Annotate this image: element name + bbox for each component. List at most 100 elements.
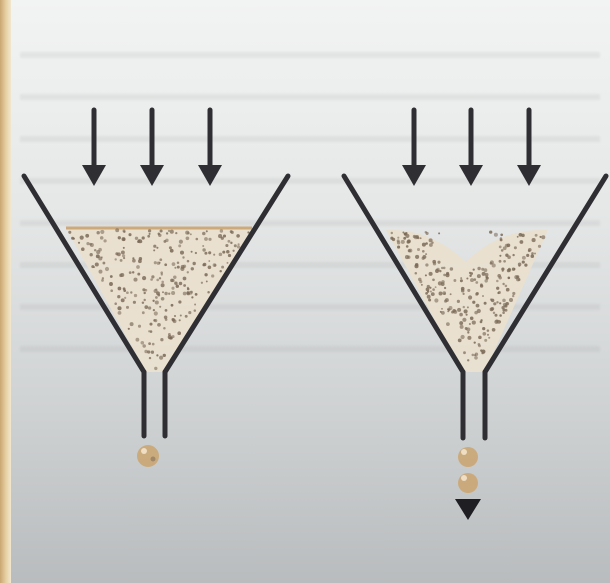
particle-dot xyxy=(442,291,446,295)
particle-dot xyxy=(450,267,453,270)
particle-dot xyxy=(110,275,113,278)
particle-dot xyxy=(114,302,117,305)
particle-dot xyxy=(165,309,168,312)
particle-dot xyxy=(134,294,137,297)
particle-dot xyxy=(247,231,249,233)
particle-dot xyxy=(161,283,165,287)
particle-dot xyxy=(520,240,524,244)
particle-dot xyxy=(182,256,184,258)
particle-dot xyxy=(228,254,231,257)
particle-dot xyxy=(488,337,490,339)
particle-dot xyxy=(156,354,158,356)
particle-dot xyxy=(154,311,158,315)
particle-dot xyxy=(114,258,116,260)
particle-dot xyxy=(472,354,475,357)
particle-dot xyxy=(153,249,155,251)
particle-dot xyxy=(172,262,176,266)
particle-dot xyxy=(144,350,147,353)
particle-dot xyxy=(467,331,469,333)
particle-dot xyxy=(176,285,179,288)
drop-icon xyxy=(137,445,159,467)
particle-dot xyxy=(517,236,519,238)
particle-dot xyxy=(429,272,433,276)
particle-dot xyxy=(155,300,159,304)
particle-dot xyxy=(493,302,496,305)
particle-dot xyxy=(232,250,234,252)
particle-dot xyxy=(474,356,478,360)
particle-dot xyxy=(206,280,208,282)
particle-dot xyxy=(178,244,181,247)
particle-dot xyxy=(156,247,158,249)
particle-dot xyxy=(443,267,446,270)
particle-dot xyxy=(158,233,161,236)
particle-dot xyxy=(136,265,140,269)
particle-dot xyxy=(531,252,534,255)
particle-dot xyxy=(132,257,134,259)
particle-dot xyxy=(439,270,441,272)
particle-dot xyxy=(187,287,189,289)
particle-dot xyxy=(190,233,192,235)
particle-dot xyxy=(230,242,232,244)
particle-dot xyxy=(101,256,103,258)
particle-dot xyxy=(152,300,154,302)
particle-dot xyxy=(173,275,176,278)
particle-dot xyxy=(103,239,106,242)
particle-dot xyxy=(194,304,196,306)
particle-dot xyxy=(450,293,452,295)
particle-dot xyxy=(154,319,157,322)
particle-dot xyxy=(123,289,126,292)
particle-dot xyxy=(405,255,409,259)
particle-dot xyxy=(123,257,125,259)
particle-dot xyxy=(163,240,166,243)
particle-dot xyxy=(109,282,113,286)
down-arrow-icon xyxy=(198,110,222,186)
particle-dot xyxy=(460,277,462,279)
particle-dot xyxy=(78,242,80,244)
particle-dot xyxy=(499,246,502,249)
particle-dot xyxy=(482,295,484,297)
particle-dot xyxy=(526,254,529,257)
particle-dot xyxy=(499,255,501,257)
particle-dot xyxy=(117,295,120,298)
particle-dot xyxy=(177,266,180,269)
particle-dot xyxy=(148,306,151,309)
particle-dot xyxy=(194,309,197,312)
particle-dot xyxy=(539,236,541,238)
particle-dot xyxy=(202,232,206,236)
particle-dot xyxy=(507,276,510,279)
particle-dot xyxy=(171,287,174,290)
particle-dot xyxy=(154,367,157,370)
particle-dot xyxy=(160,338,163,341)
particle-dot xyxy=(534,252,536,254)
particle-dot xyxy=(496,280,499,283)
particle-dot xyxy=(149,233,151,235)
particle-dot xyxy=(124,297,126,299)
particle-dot xyxy=(132,271,134,273)
particle-dot xyxy=(487,334,489,336)
particle-dot xyxy=(432,278,435,281)
particle-dot xyxy=(463,351,466,354)
particle-dot xyxy=(427,290,429,292)
particle-dot xyxy=(470,317,474,321)
particle-dot xyxy=(110,289,113,292)
right-panel xyxy=(344,110,606,520)
particle-dot xyxy=(102,277,104,279)
particle-dot xyxy=(482,327,485,330)
particle-dot xyxy=(130,291,132,293)
particle-dot xyxy=(512,292,515,295)
particle-dot xyxy=(457,300,460,303)
particle-dot xyxy=(119,274,122,277)
particle-dot xyxy=(191,296,193,298)
particle-dot xyxy=(171,291,175,295)
particle-dot xyxy=(532,238,536,242)
particle-dot xyxy=(433,262,436,265)
particle-dot xyxy=(500,237,503,240)
particle-dot xyxy=(129,271,132,274)
particle-dot xyxy=(435,286,437,288)
particle-dot xyxy=(438,232,440,234)
particle-dot xyxy=(458,339,462,343)
particle-dot xyxy=(115,252,118,255)
particle-dot xyxy=(460,325,464,329)
particle-dot xyxy=(220,229,223,232)
